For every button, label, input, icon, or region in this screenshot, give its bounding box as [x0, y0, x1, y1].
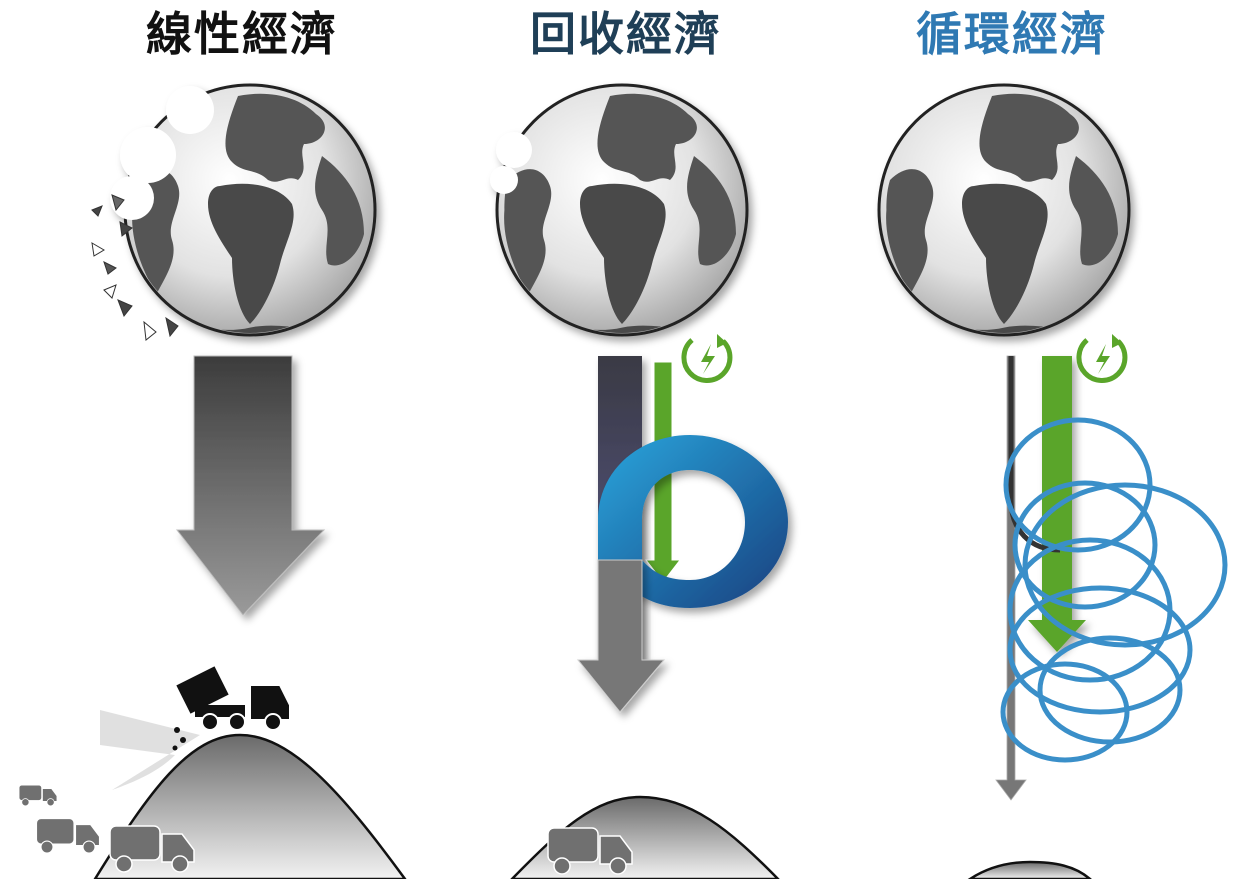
- title-linear-economy: 線性經濟: [146, 7, 338, 61]
- circular-landfill-mound: [967, 860, 1092, 879]
- garbage-truck-icon-medium: [35, 817, 101, 854]
- recycling-globe: [490, 85, 747, 354]
- recycling-loop: [598, 435, 788, 608]
- recycling-down-arrow: [576, 559, 666, 713]
- globe-fragments: [91, 194, 179, 341]
- linear-down-arrow: [175, 355, 326, 616]
- garbage-truck-icon-small: [18, 784, 58, 807]
- title-recycling-economy: 回收經濟: [530, 7, 722, 61]
- dump-truck-icon: [172, 663, 291, 751]
- title-circular-economy: 循環經濟: [916, 7, 1108, 61]
- lightning-recycle-icon-circular: [1076, 334, 1128, 383]
- circular-rings: [1000, 417, 1228, 763]
- circular-globe: [879, 85, 1129, 354]
- linear-globe: [110, 85, 375, 354]
- circular-thin-arrow: [995, 355, 1027, 801]
- lightning-recycle-icon: [681, 334, 733, 383]
